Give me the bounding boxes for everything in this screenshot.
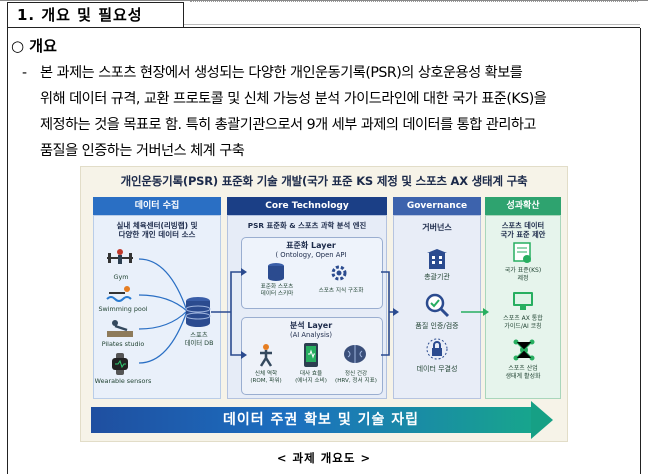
result-line: 스포츠 산업	[508, 365, 538, 372]
banner-text: 데이터 주권 확보 및 기술 자립	[223, 412, 419, 428]
body-mechanics-icon	[259, 344, 273, 367]
database-icon	[185, 297, 211, 327]
analysis-item-mental: 정신 건강 (HRV, 정서 지표)	[333, 371, 379, 385]
schema-icon	[268, 263, 284, 281]
result-item-ks: 국가 표준(KS) 제정	[487, 267, 559, 282]
lock-network-icon	[426, 338, 448, 360]
db-label: 스포츠 데이터 DB	[177, 331, 221, 347]
governance-column	[393, 215, 481, 399]
standardization-layer-box	[241, 237, 383, 309]
swimming-icon	[106, 286, 132, 302]
pilates-icon	[107, 320, 133, 337]
source-connector-lines	[138, 258, 188, 364]
section-data-collection: 데이터 수집	[93, 197, 221, 215]
paragraph-line: 제정하는 것을 목표로 함. 특히 총괄기관으로서 9개 세부 과제의 데이터를…	[40, 117, 536, 133]
source-label-swimming: Swimming pool	[98, 305, 148, 313]
paragraph-line: 위해 데이터 규격, 교환 프로토콜 및 신체 가능성 분석 가이드라인에 대한…	[40, 91, 547, 107]
title-underline-thin	[184, 24, 640, 25]
paragraph-line: 품질을 인증하는 거버넌스 체계 구축	[40, 143, 245, 159]
overview-heading: ○ 개요	[11, 37, 57, 55]
building-icon	[427, 249, 447, 269]
std-item-line: 데이터 스키마	[260, 291, 294, 297]
section-title: 1. 개요 및 필요성	[7, 2, 184, 28]
metabolism-icon	[304, 343, 318, 367]
result-line: 생태계 활성화	[505, 372, 541, 380]
core-heading: PSR 표준화 & 스포츠 과학 분석 엔진	[247, 221, 367, 230]
analysis-line: (에너지 소비)	[295, 378, 327, 384]
overview-diagram: 개인운동기록(PSR) 표준화 기술 개발(국가 표준 KS 제정 및 스포츠 …	[80, 166, 568, 442]
banner-arrowhead	[531, 401, 553, 439]
paragraph-line: 본 과제는 스포츠 현장에서 생성되는 다양한 개인운동기록(PSR)의 상호운…	[40, 65, 523, 81]
gear-icon	[331, 265, 347, 281]
std-layer-title: 표준화 Layer	[286, 241, 336, 250]
gym-icon	[107, 249, 133, 264]
std-item-schema: 표준화 스포츠 데이터 스키마	[251, 284, 303, 298]
governance-to-results-arrow	[461, 308, 489, 316]
analysis-layer-title: 분석 Layer	[289, 321, 333, 330]
monitor-icon	[513, 292, 533, 310]
section-core-technology: Core Technology	[227, 197, 387, 215]
magnifier-check-icon	[425, 293, 450, 318]
diagram-title: 개인운동기록(PSR) 표준화 기술 개발(국가 표준 KS 제정 및 스포츠 …	[120, 174, 528, 188]
top-dotted-line	[190, 1, 638, 3]
analysis-layer-sub: (AI Analysis)	[289, 331, 333, 339]
results-heading-line: 스포츠 데이터	[501, 221, 545, 230]
wearable-icon	[112, 353, 128, 375]
frame-right-border	[640, 28, 641, 474]
result-item-ax: 스포츠 AX 통합 가이드/AI 코칭	[487, 315, 559, 330]
certificate-icon	[513, 242, 531, 263]
section-results: 성과확산	[485, 197, 561, 215]
analysis-line: 신체 역학	[254, 371, 278, 377]
analysis-item-body: 신체 역학 (ROM, 파워)	[245, 371, 287, 385]
data-source-intro: 실내 체육센터(리빙랩) 및 다양한 개인 데이터 소스	[95, 221, 219, 239]
source-label-gym: Gym	[113, 273, 129, 281]
analysis-item-metabolism: 대사 효율 (에너지 소비)	[289, 371, 333, 385]
intro-line: 다양한 개인 데이터 소스	[118, 230, 196, 239]
result-line: 제정	[517, 274, 529, 282]
frame-left-border	[7, 28, 8, 474]
network-icon	[513, 339, 535, 361]
title-underline	[184, 27, 640, 28]
analysis-line: (HRV, 정서 지표)	[335, 378, 377, 384]
std-item-line: 표준화 스포츠	[260, 284, 294, 290]
banner-bar	[91, 407, 531, 433]
results-heading: 스포츠 데이터 국가 표준 제안	[485, 221, 561, 239]
intro-line: 실내 체육센터(리빙랩) 및	[116, 221, 198, 230]
analysis-line: 대사 효율	[299, 371, 323, 377]
db-label-line: 데이터 DB	[184, 339, 214, 347]
result-line: 국가 표준(KS)	[504, 267, 542, 274]
result-line: 스포츠 AX 통합	[503, 315, 543, 322]
analysis-line: 정신 건강	[344, 371, 368, 377]
analysis-line: (ROM, 파워)	[250, 378, 282, 384]
bullet-dash: -	[22, 65, 28, 81]
overview-paragraph: 본 과제는 스포츠 현장에서 생성되는 다양한 개인운동기록(PSR)의 상호운…	[40, 60, 636, 164]
source-label-pilates: Pilates studio	[101, 340, 145, 348]
result-item-industry: 스포츠 산업 생태계 활성화	[487, 365, 559, 380]
result-line: 가이드/AI 코칭	[504, 322, 542, 330]
figure-caption: < 과제 개요도 >	[276, 451, 372, 465]
top-border	[0, 0, 648, 1]
std-item-knowledge: 스포츠 지식 구조화	[318, 288, 364, 294]
section-governance: Governance	[393, 197, 481, 215]
std-layer-sub: ( Ontology, Open API	[275, 251, 347, 259]
brain-icon	[344, 345, 366, 363]
governance-heading: 거버넌스	[422, 223, 452, 232]
results-heading-line: 국가 표준 제안	[500, 230, 546, 239]
flow-arrows	[211, 268, 399, 359]
gov-item-integrity: 데이터 무결성	[416, 365, 458, 373]
gov-item-lead: 총괄기관	[424, 273, 450, 281]
gov-item-quality: 품질 인증/검증	[415, 322, 459, 330]
source-label-wearable: Wearable sensors	[94, 377, 152, 385]
db-label-line: 스포츠	[190, 331, 208, 339]
